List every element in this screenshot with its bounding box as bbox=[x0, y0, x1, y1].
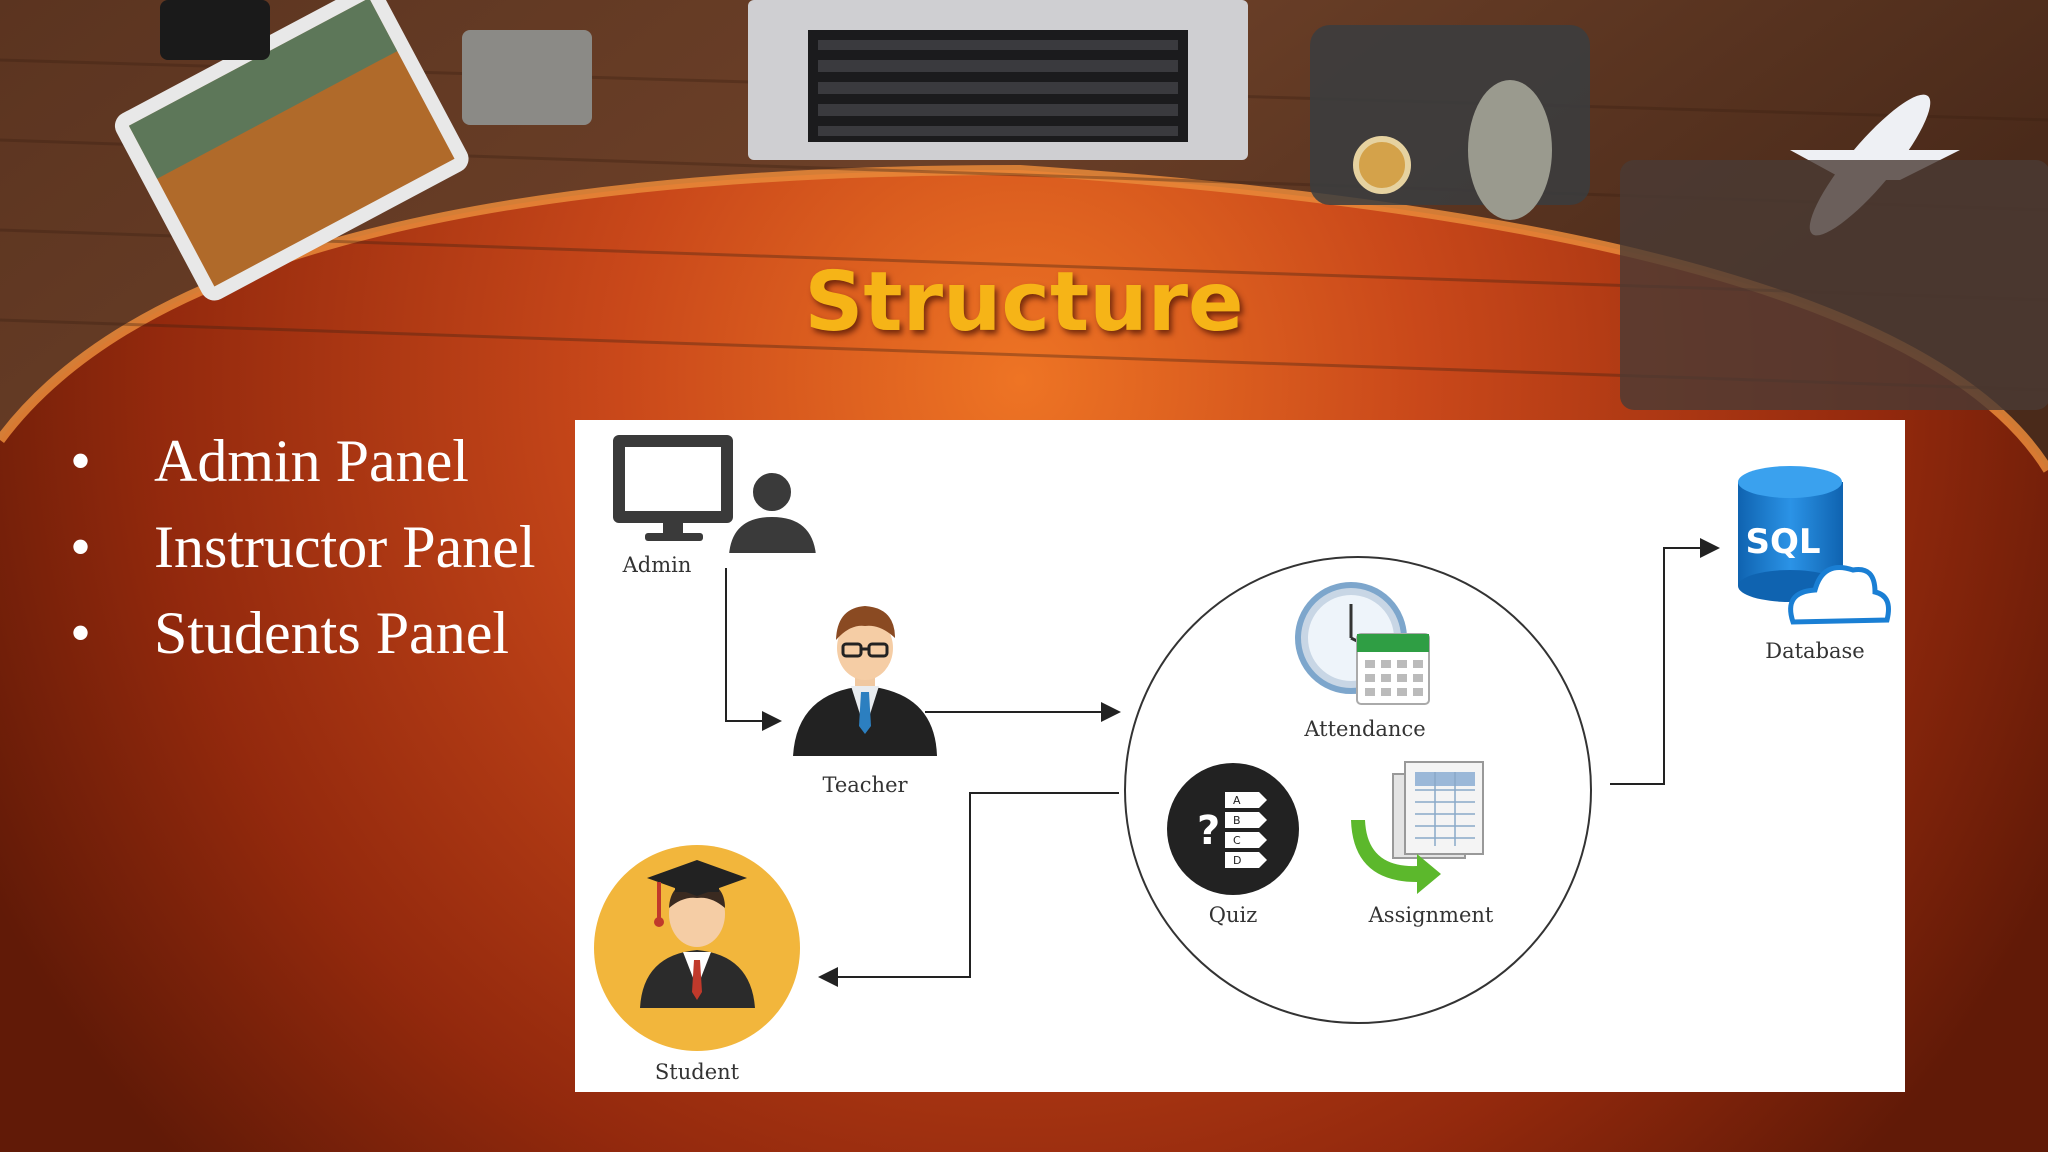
tablet-image bbox=[114, 0, 469, 301]
quiz-option-a: A bbox=[1233, 794, 1241, 807]
quiz-option-d: D bbox=[1233, 854, 1241, 867]
bullet-list: • Admin Panel • Instructor Panel • Students… bbox=[70, 425, 536, 683]
sql-database-icon: SQL bbox=[1738, 466, 1843, 602]
arrow-modules-to-database bbox=[1610, 538, 1720, 785]
clock-calendar-icon bbox=[1295, 582, 1430, 705]
bullet-text: Students Panel bbox=[154, 600, 509, 666]
assignment-label: Assignment bbox=[1368, 903, 1494, 927]
bullet-item-students: • Students Panel bbox=[70, 597, 536, 683]
bullet-item-instructor: • Instructor Panel bbox=[70, 511, 536, 597]
person-icon bbox=[724, 469, 821, 557]
student-label: Student bbox=[655, 1060, 740, 1084]
bullet-text: Admin Panel bbox=[154, 428, 469, 494]
attendance-node: Attendance bbox=[1295, 582, 1430, 741]
attendance-label: Attendance bbox=[1303, 717, 1425, 741]
assignment-node: Assignment bbox=[1351, 761, 1494, 927]
bullet-item-admin: • Admin Panel bbox=[70, 425, 536, 511]
database-label: Database bbox=[1765, 639, 1864, 663]
bullet-dot: • bbox=[70, 514, 92, 580]
bullet-dot: • bbox=[70, 600, 92, 666]
watch-image bbox=[1353, 136, 1411, 194]
slide-title: Structure bbox=[804, 255, 1244, 350]
admin-label: Admin bbox=[622, 553, 692, 577]
spreadsheet-icon bbox=[1351, 761, 1484, 894]
arrow-admin-to-teacher bbox=[725, 568, 782, 731]
bullet-dot: • bbox=[70, 428, 92, 494]
graphics-tablet-image bbox=[1620, 160, 2048, 410]
quiz-node: ? A B C D Quiz bbox=[1167, 763, 1299, 927]
quiz-label: Quiz bbox=[1209, 903, 1258, 927]
arrow-modules-to-student bbox=[818, 792, 1119, 987]
sql-badge-text: SQL bbox=[1745, 522, 1820, 562]
student-node: Student bbox=[594, 845, 800, 1084]
speaker-image bbox=[160, 0, 270, 60]
bullet-text: Instructor Panel bbox=[154, 514, 536, 580]
monitor-icon bbox=[613, 435, 733, 541]
quiz-question-mark: ? bbox=[1197, 808, 1220, 854]
teacher-avatar bbox=[793, 606, 937, 756]
connectors bbox=[725, 538, 1720, 987]
quiz-option-c: C bbox=[1233, 834, 1241, 847]
cloud-icon bbox=[1788, 565, 1891, 625]
structure-diagram: Admin Teacher bbox=[575, 420, 1905, 1092]
admin-node: Admin bbox=[613, 435, 821, 577]
database-node: SQL Database bbox=[1738, 466, 1891, 663]
student-graduate-avatar bbox=[640, 860, 755, 1008]
audio-device-image bbox=[462, 30, 592, 125]
quiz-icon: ? A B C D bbox=[1167, 763, 1299, 895]
laptop-image bbox=[748, 0, 1248, 160]
mouse-image bbox=[1468, 80, 1552, 220]
teacher-label: Teacher bbox=[822, 773, 908, 797]
modules-circle bbox=[1124, 556, 1592, 1024]
teacher-node: Teacher bbox=[793, 606, 937, 797]
quiz-option-b: B bbox=[1233, 814, 1241, 827]
